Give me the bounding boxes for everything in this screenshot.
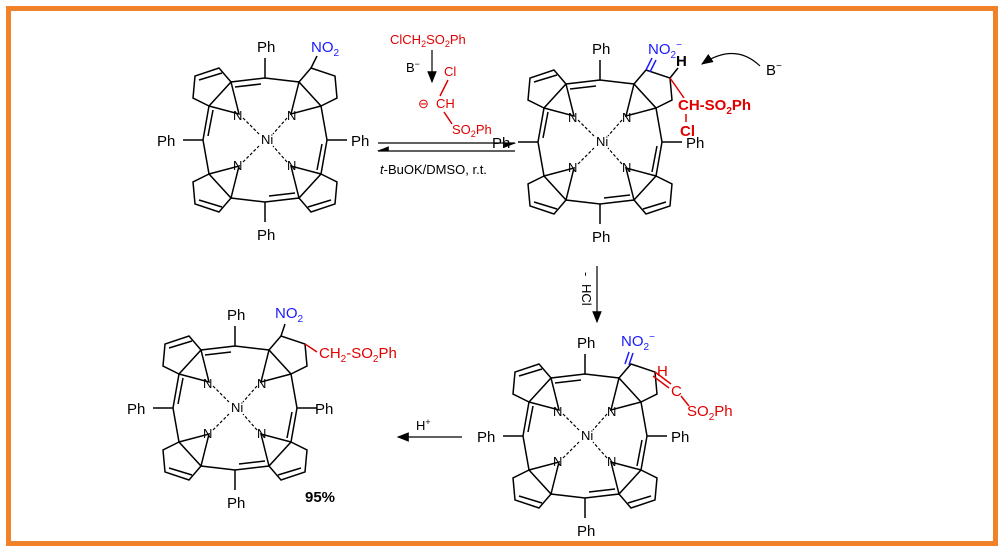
carbanion-cl: Cl (444, 64, 456, 79)
n-atom: N (568, 160, 577, 175)
ph-label: Ph (592, 229, 610, 246)
nitro-group: NO2 (275, 305, 304, 325)
adduct-ch-so2ph: CH-SO2Ph (678, 97, 751, 117)
alkene-c: C (671, 383, 682, 400)
n-atom: N (622, 110, 631, 125)
ph-label: Ph (227, 495, 245, 512)
reagent-formula: ClCH2SO2Ph (390, 32, 466, 49)
ni-atom: Ni (231, 400, 243, 415)
ph-label: Ph (227, 307, 245, 324)
reaction-conditions: t-BuOK/DMSO, r.t. (380, 162, 487, 177)
nitro-group: NO2 (311, 39, 340, 59)
ph-label: Ph (351, 133, 369, 150)
proton-label: H+ (416, 417, 431, 433)
ph-label: Ph (315, 401, 333, 418)
n-atom: N (257, 426, 266, 441)
yield-label: 95% (305, 489, 335, 506)
carbanion-so2ph: SO2Ph (452, 122, 492, 139)
scheme-frame (6, 6, 998, 546)
alkene-h: H (657, 363, 668, 380)
n-atom: N (553, 454, 562, 469)
ph-label: Ph (257, 227, 275, 244)
ph-label: Ph (686, 135, 704, 152)
n-atom: N (568, 110, 577, 125)
molecule-adduct: Ni N N N N Ph Ph Ph Ph NO2− H CH-SO2Ph C… (492, 40, 751, 246)
molecule-alkylidene: Ni N N N N Ph Ph Ph Ph NO2− H C SO2Ph (477, 332, 733, 540)
n-atom: N (257, 376, 266, 391)
carbanion-charge: ⊖ (418, 96, 429, 111)
elimination-minus: - (579, 272, 594, 276)
molecule-nitroporphyrin: Ni N N N N Ph Ph Ph Ph NO2 (157, 39, 369, 244)
ni-atom: Ni (596, 134, 608, 149)
n-atom: N (233, 158, 242, 173)
n-atom: N (553, 404, 562, 419)
ph-label: Ph (577, 335, 595, 352)
adduct-cl: Cl (680, 123, 695, 140)
n-atom: N (287, 108, 296, 123)
n-atom: N (203, 376, 212, 391)
n-atom: N (287, 158, 296, 173)
ph-label: Ph (157, 133, 175, 150)
n-atom: N (622, 160, 631, 175)
n-atom: N (607, 404, 616, 419)
carbanion-ch: CH (436, 96, 455, 111)
reagent-block: ClCH2SO2Ph B− Cl ⊖ CH SO2Ph t-BuOK/DMSO,… (376, 32, 517, 177)
adduct-h: H (676, 53, 687, 70)
ni-atom: Ni (261, 132, 273, 147)
n-atom: N (233, 108, 242, 123)
ph-label: Ph (477, 429, 495, 446)
n-atom: N (607, 454, 616, 469)
ph-label: Ph (592, 41, 610, 58)
attack-arrow (701, 52, 761, 67)
ph-label: Ph (577, 523, 595, 540)
ph-label: Ph (492, 135, 510, 152)
elimination-hcl: HCl (579, 284, 594, 306)
nitronate-group: NO2− (621, 332, 655, 353)
molecule-product: Ni N N N N Ph Ph Ph Ph NO2 CH2-SO2Ph 95% (127, 305, 397, 512)
product-substituent: CH2-SO2Ph (319, 345, 397, 365)
ph-label: Ph (257, 39, 275, 56)
ni-atom: Ni (581, 428, 593, 443)
nitronate-group: NO2− (648, 40, 682, 61)
ph-label: Ph (671, 429, 689, 446)
ph-label: Ph (127, 401, 145, 418)
base-label: B− (406, 59, 420, 75)
base-right: B− (766, 61, 782, 79)
n-atom: N (203, 426, 212, 441)
alkene-so2ph: SO2Ph (687, 403, 733, 423)
